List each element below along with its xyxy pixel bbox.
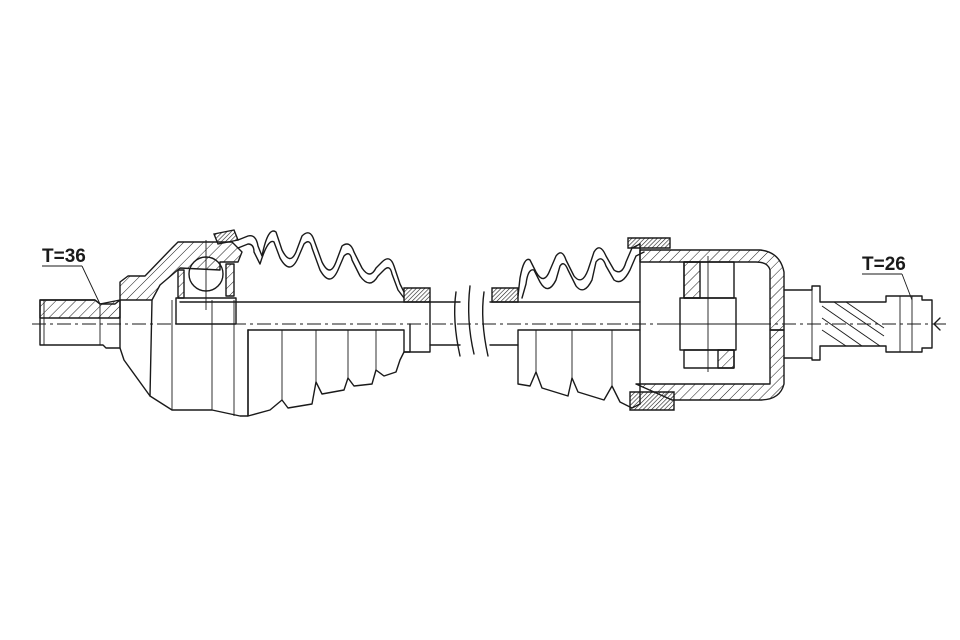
inner-stub-shaft	[783, 285, 941, 361]
end-arrow	[933, 317, 941, 331]
intermediate-shaft	[179, 285, 641, 357]
inner-small-clamp	[491, 287, 519, 303]
inner-teeth-label: T=26	[862, 254, 906, 275]
outer-housing-section	[119, 241, 243, 301]
outer-teeth-leader	[81, 265, 101, 305]
inner-teeth-leader	[901, 273, 913, 301]
inner-large-clamp	[627, 237, 671, 249]
outer-boot-section	[237, 230, 405, 293]
inner-tripod-joint	[635, 243, 785, 405]
outer-cv-joint	[119, 229, 249, 417]
outer-teeth-label: T=36	[42, 246, 86, 267]
label-inner-teeth: T=26	[862, 254, 913, 301]
break-line-left	[453, 291, 461, 357]
break-line-right	[481, 291, 489, 357]
label-outer-teeth: T=36	[42, 246, 101, 305]
stub-shaft-section	[39, 299, 121, 319]
inner-boot-section	[517, 243, 641, 297]
outer-boot-lower	[247, 323, 411, 417]
outer-small-clamp	[403, 287, 431, 303]
outer-boot-clamp	[213, 229, 239, 245]
